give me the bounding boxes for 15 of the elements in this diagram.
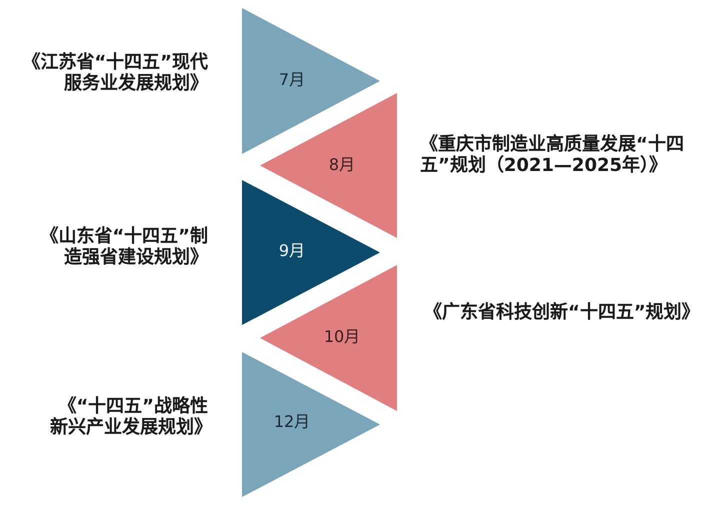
- timeline-triangle: [260, 93, 397, 238]
- month-label: 12月: [274, 413, 310, 431]
- month-label: 9月: [278, 242, 306, 260]
- timeline-triangle: [260, 265, 397, 411]
- month-label: 7月: [278, 71, 306, 89]
- plan-title: 《广东省科技创新“十四五”规划》: [424, 302, 701, 323]
- month-label: 10月: [324, 328, 360, 346]
- plan-title: 《重庆市制造业高质量发展“十四五”规划（2021—2025年）》: [420, 134, 685, 176]
- timeline-triangle: [242, 180, 380, 325]
- timeline-triangle: [242, 8, 380, 154]
- month-label: 8月: [328, 156, 356, 174]
- plan-title: 《山东省“十四五”制造强省建设规划》: [39, 226, 208, 268]
- timeline-triangle: [242, 352, 380, 497]
- plan-title: 《江苏省“十四五”现代服务业发展规划》: [21, 52, 208, 94]
- plan-title: 《“十四五”战略性新兴产业发展规划》: [50, 396, 208, 438]
